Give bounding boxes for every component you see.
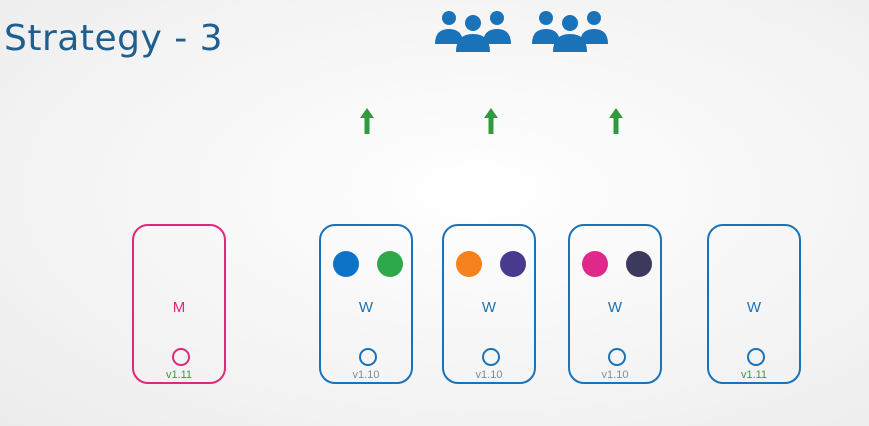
kubelet-circle-icon — [482, 348, 500, 366]
kubelet-circle-icon — [359, 348, 377, 366]
up-arrow-icon — [609, 108, 623, 134]
node-version-label: v1.10 — [352, 369, 380, 381]
users-group-icon — [435, 11, 608, 52]
pod-circle — [500, 251, 526, 277]
worker-node-2: W v1.10 — [442, 224, 536, 384]
pod-circle — [582, 251, 608, 277]
kubelet-circle-icon — [172, 348, 190, 366]
node-version-label: v1.10 — [475, 369, 503, 381]
pod-circle — [377, 251, 403, 277]
pod-circle — [333, 251, 359, 277]
pod-circle — [456, 251, 482, 277]
kubelet-circle-icon — [608, 348, 626, 366]
node-role-label: W — [746, 299, 762, 316]
master-node: M v1.11 — [132, 224, 226, 384]
node-role-label: W — [607, 299, 623, 316]
up-arrow-icon — [484, 108, 498, 134]
node-role-label: M — [172, 299, 186, 316]
node-version-label: v1.10 — [601, 369, 629, 381]
node-role-label: W — [481, 299, 497, 316]
worker-node-1: W v1.10 — [319, 224, 413, 384]
node-role-label: W — [358, 299, 374, 316]
node-version-label: v1.11 — [165, 369, 193, 381]
kubelet-circle-icon — [747, 348, 765, 366]
worker-node-3: W v1.10 — [568, 224, 662, 384]
pod-circle — [626, 251, 652, 277]
page-title: Strategy - 3 — [4, 18, 224, 59]
up-arrow-icon — [360, 108, 374, 134]
worker-node-4: W v1.11 — [707, 224, 801, 384]
node-version-label: v1.11 — [740, 369, 768, 381]
